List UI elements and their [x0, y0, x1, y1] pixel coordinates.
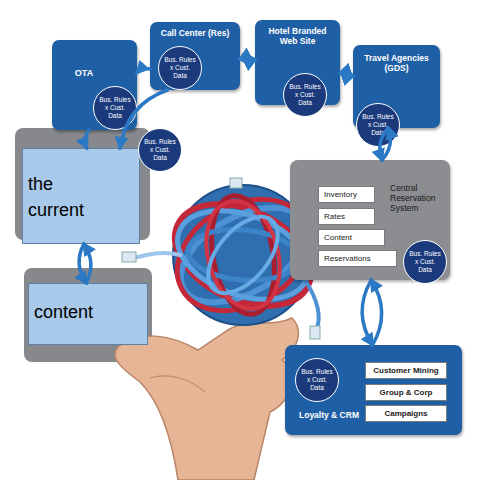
flow-arrow — [371, 280, 381, 345]
rules-circle: Bus. Rules x Cust. Data — [283, 73, 327, 117]
rules-label: Bus. Rules x Cust. Data — [300, 368, 334, 391]
rules-circle: Bus. Rules x Cust. Data — [295, 358, 339, 402]
cable-plug — [122, 252, 136, 262]
red-cable — [195, 193, 291, 317]
hand-crease — [150, 376, 205, 392]
overlay-box: content — [28, 283, 148, 345]
rules-circle: Bus. Rules x Cust. Data — [93, 86, 137, 130]
box-label: Reservations — [324, 254, 371, 263]
module-box: Campaigns — [365, 405, 447, 422]
flow-arrow — [85, 130, 89, 148]
rules-label: Bus. Rules x Cust. Data — [288, 83, 322, 106]
box-label: the current — [28, 171, 100, 223]
channel-box: Hotel Branded Web SiteBus. Rules x Cust.… — [255, 20, 340, 105]
flow-arrow — [137, 68, 150, 72]
flow-arrow — [382, 128, 391, 160]
overlay-box: the current — [22, 148, 140, 244]
system-box: Central Reservation System InventoryRates… — [290, 160, 450, 280]
channel-box: Travel Agencies (GDS)Bus. Rules x Cust. … — [353, 45, 440, 128]
box-label: Group & Corp — [366, 388, 446, 397]
loose-cable — [132, 253, 180, 258]
module-box: Inventory — [318, 186, 375, 203]
box-label: OTA — [56, 68, 112, 78]
flow-arrow — [84, 244, 91, 283]
rules-circle: Bus. Rules x Cust. Data — [403, 240, 447, 284]
cable-plug — [230, 178, 242, 188]
channel-box: Call Center (Res) Bus. Rules x Cust. Data — [150, 22, 240, 90]
module-box: Content — [318, 229, 385, 246]
rules-label: Bus. Rules x Cust. Data — [98, 96, 132, 119]
channel-box: OTA Bus. Rules x Cust. Data — [52, 40, 137, 130]
module-box: Group & Corp — [365, 384, 447, 401]
box-label: content — [34, 302, 93, 323]
rules-label: Bus. Rules x Cust. Data — [408, 250, 442, 273]
blue-cable — [195, 204, 291, 305]
module-box: Rates — [318, 208, 375, 225]
box-label: Central Reservation System — [390, 184, 446, 213]
box-label: Travel Agencies (GDS) — [357, 54, 436, 74]
rules-label: Bus. Rules x Cust. Data — [163, 56, 197, 79]
blue-cable — [186, 225, 300, 284]
box-label: Loyalty & CRM — [299, 411, 359, 421]
module-box: Reservations — [318, 250, 397, 267]
box-label: Campaigns — [366, 409, 446, 418]
cable-plug — [310, 326, 320, 339]
box-label: Rates — [324, 212, 345, 221]
rules-circle: Bus. Rules x Cust. Data — [158, 46, 202, 90]
module-box: Customer Mining — [365, 362, 447, 379]
crm-box: Loyalty & CRM Bus. Rules x Cust. Data Cust… — [285, 345, 462, 435]
flow-arrow — [340, 72, 353, 76]
loose-cable — [305, 280, 319, 330]
flow-arrow — [120, 90, 167, 148]
box-label: Inventory — [324, 190, 357, 199]
box-label: Content — [324, 233, 352, 242]
flow-arrow — [240, 59, 255, 62]
flow-arrow — [362, 280, 372, 345]
rules-label: Bus. Rules x Cust. Data — [143, 138, 177, 161]
rules-circle: Bus. Rules x Cust. Data — [356, 103, 400, 147]
flow-arrow — [79, 244, 86, 283]
box-label: Hotel Branded Web Site — [259, 27, 336, 47]
box-label: Call Center (Res) — [150, 29, 240, 39]
box-label: Customer Mining — [366, 366, 446, 375]
rules-circle: Bus. Rules x Cust. Data — [138, 128, 182, 172]
flow-arrow — [340, 73, 353, 77]
